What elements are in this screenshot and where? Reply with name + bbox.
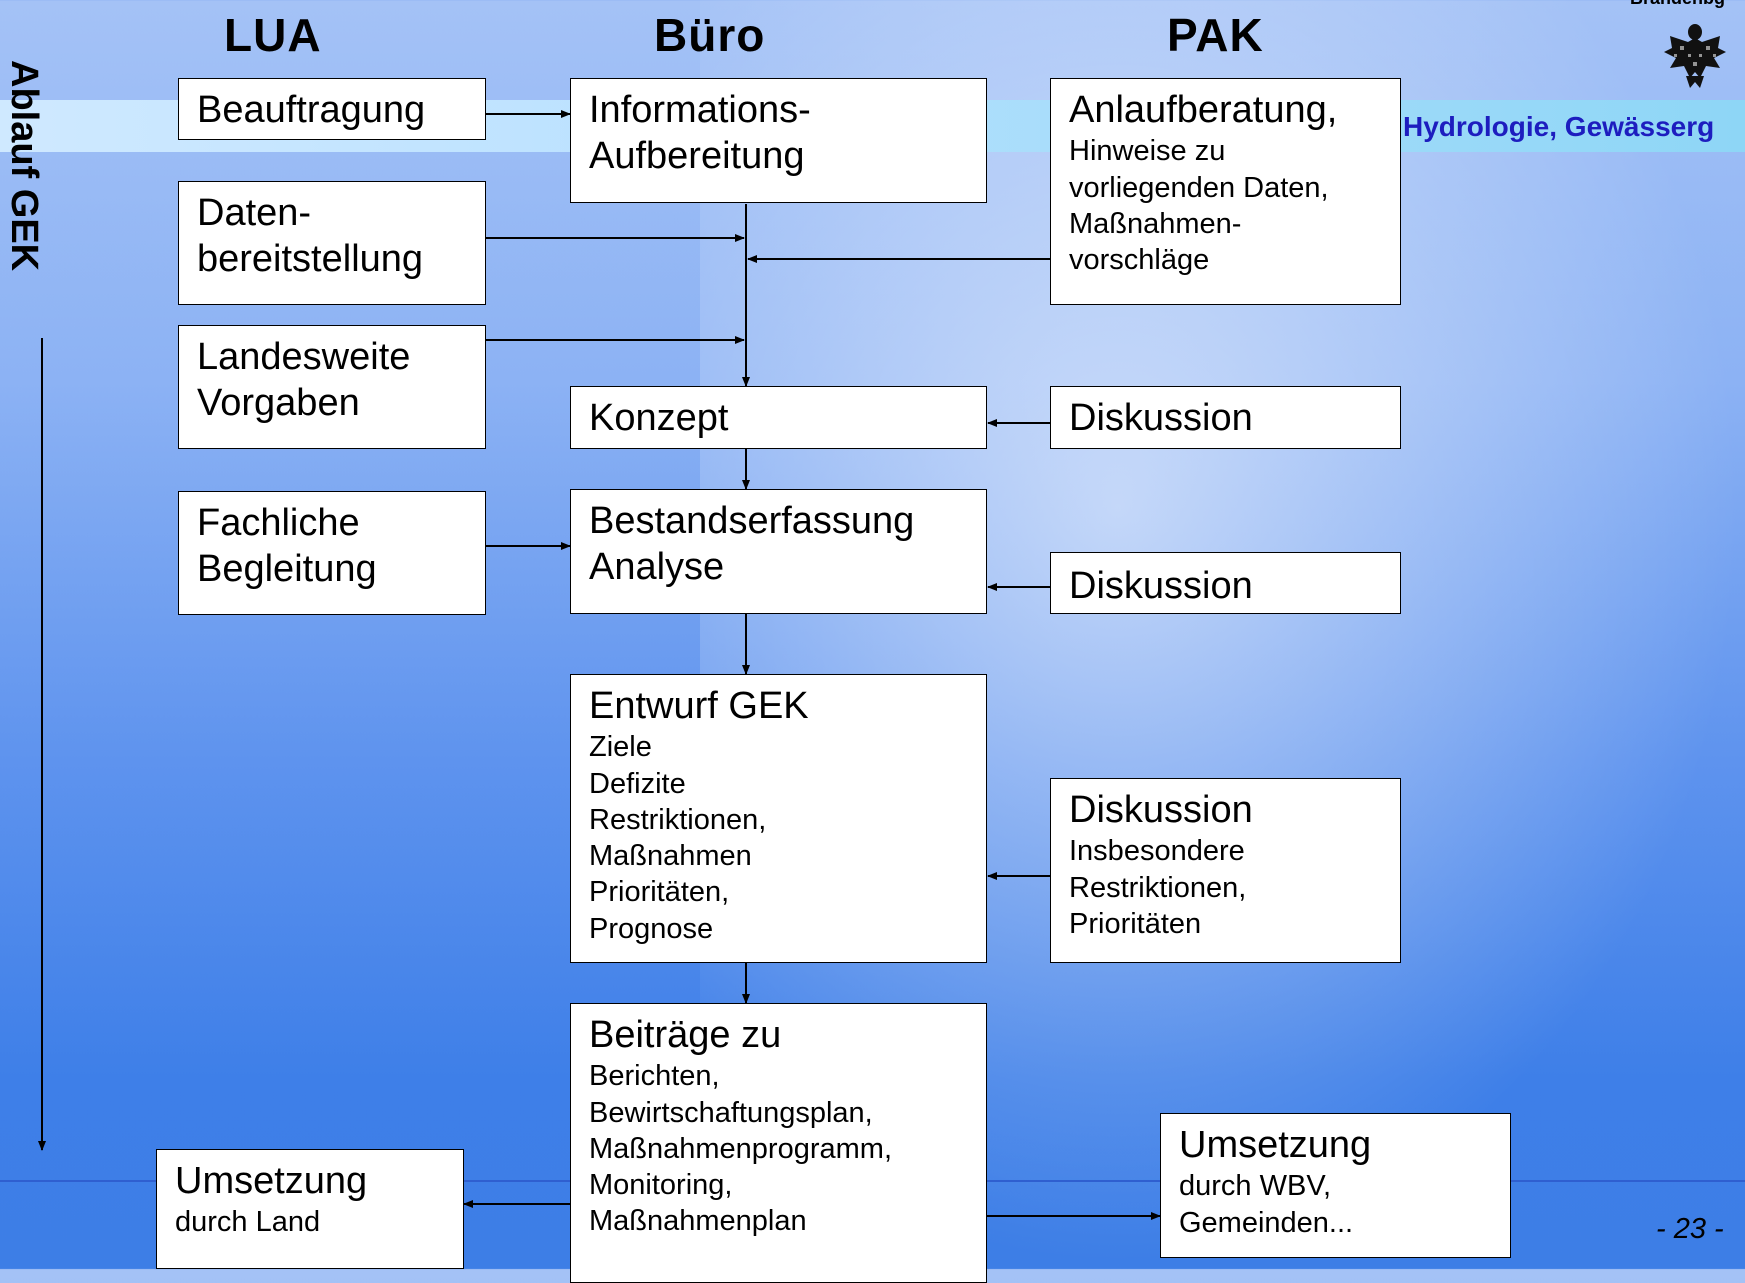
box-line: Prioritäten	[1069, 907, 1202, 940]
box-line: durch WBV,	[1179, 1170, 1332, 1203]
box-entwurf-gek: Entwurf GEK Ziele Defizite Restriktionen…	[570, 674, 987, 963]
box-line: Aufbereitung	[589, 135, 805, 178]
box-informations-aufbereitung: Informations- Aufbereitung	[570, 78, 987, 203]
box-fachliche-begleitung: Fachliche Begleitung	[178, 491, 486, 615]
box-line: Beauftragung	[197, 89, 426, 131]
box-konzept: Konzept	[570, 386, 987, 449]
box-title: Anlaufberatung,	[1069, 89, 1338, 131]
box-line: Fachliche	[197, 502, 360, 544]
box-umsetzung-wbv: Umsetzung durch WBV, Gemeinden...	[1160, 1113, 1511, 1258]
box-title: Entwurf GEK	[589, 685, 809, 727]
box-diskussion-3: Diskussion Insbesondere Restriktionen, P…	[1050, 778, 1401, 963]
box-line: vorschläge	[1069, 244, 1210, 277]
box-line: Landesweite	[197, 336, 411, 378]
box-beauftragung: Beauftragung	[178, 78, 486, 140]
box-line: Berichten,	[589, 1060, 720, 1093]
box-line: Diskussion	[1069, 397, 1253, 439]
section-subtitle: Hydrologie, Gewässerg	[1403, 111, 1715, 142]
column-header-lua: LUA	[224, 9, 322, 61]
box-line: Hinweise zu	[1069, 135, 1226, 168]
box-diskussion-2: Diskussion	[1050, 552, 1401, 614]
box-line: vorliegenden Daten,	[1069, 171, 1329, 204]
box-line: Defizite	[589, 767, 686, 800]
box-title: Diskussion	[1069, 789, 1253, 831]
box-bestandserfassung: Bestandserfassung Analyse	[570, 489, 987, 614]
box-datenbereitstellung: Daten- bereitstellung	[178, 181, 486, 305]
box-beitraege: Beiträge zu Berichten, Bewirtschaftungsp…	[570, 1003, 987, 1283]
box-line: Ziele	[589, 731, 652, 764]
box-line: bereitstellung	[197, 238, 424, 281]
box-anlaufberatung: Anlaufberatung, Hinweise zu vorliegenden…	[1050, 78, 1401, 305]
box-umsetzung-land: Umsetzung durch Land	[156, 1149, 464, 1269]
box-line: Vorgaben	[197, 382, 360, 425]
box-line: Gemeinden...	[1179, 1206, 1354, 1239]
box-line: Prognose	[589, 912, 714, 945]
box-title: Beiträge zu	[589, 1014, 782, 1056]
side-label: Ablauf GEK	[3, 60, 45, 272]
box-line: Monitoring,	[589, 1169, 733, 1202]
box-line: Maßnahmenplan	[589, 1205, 807, 1238]
box-title: Umsetzung	[1179, 1124, 1372, 1166]
column-header-pak: PAK	[1167, 9, 1264, 61]
box-line: Diskussion	[1069, 565, 1253, 607]
box-line: durch Land	[175, 1206, 321, 1239]
box-line: Informations-	[589, 89, 811, 131]
box-line: Insbesondere	[1069, 835, 1245, 868]
box-line: Begleitung	[197, 548, 377, 591]
crest-caption: Brandenbg	[1630, 0, 1725, 9]
box-line: Bestandserfassung	[589, 500, 915, 542]
box-line: Bewirtschaftungsplan,	[589, 1096, 873, 1129]
box-line: Restriktionen,	[1069, 871, 1247, 904]
brandenburg-eagle-icon	[1664, 24, 1726, 88]
box-line: Maßnahmen	[589, 840, 752, 873]
box-line: Maßnahmen-	[1069, 207, 1242, 240]
box-title: Umsetzung	[175, 1160, 368, 1202]
box-landesweite-vorgaben: Landesweite Vorgaben	[178, 325, 486, 449]
box-line: Restriktionen,	[589, 803, 767, 836]
box-line: Daten-	[197, 192, 312, 234]
box-diskussion-1: Diskussion	[1050, 386, 1401, 449]
box-line: Konzept	[589, 397, 729, 439]
column-header-buero: Büro	[654, 9, 766, 61]
box-line: Analyse	[589, 546, 725, 589]
box-line: Prioritäten,	[589, 876, 730, 909]
box-line: Maßnahmenprogramm,	[589, 1132, 892, 1165]
page-number: - 23 -	[1656, 1213, 1724, 1245]
